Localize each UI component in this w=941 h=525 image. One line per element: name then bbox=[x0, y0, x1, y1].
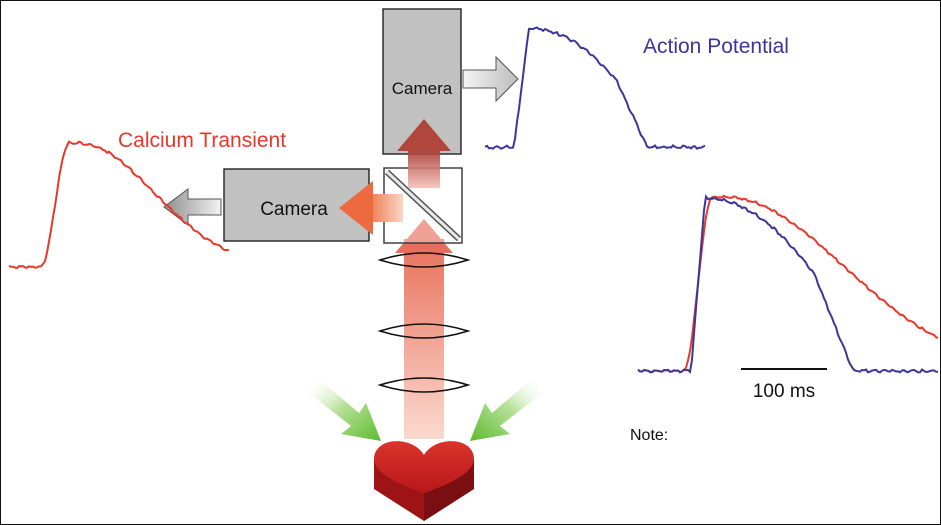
calcium-transient-label: Calcium Transient bbox=[118, 129, 286, 152]
lens-icon bbox=[377, 377, 471, 393]
note-label: Note: bbox=[630, 427, 668, 444]
emission-beam-column bbox=[404, 239, 444, 439]
lens-icon bbox=[377, 252, 471, 268]
camera-top-label: Camera bbox=[392, 79, 453, 98]
excitation-arrow-left bbox=[309, 379, 381, 441]
top-output-arrow bbox=[462, 55, 519, 103]
excitation-arrow-right bbox=[470, 379, 542, 441]
beam-arrow-top-camera bbox=[397, 119, 451, 151]
beam-to-top-camera bbox=[408, 146, 440, 188]
action-potential-trace bbox=[484, 26, 706, 150]
camera-left-label: Camera bbox=[260, 199, 328, 220]
beam-arrow-up bbox=[395, 219, 453, 253]
lens-icon bbox=[377, 323, 471, 339]
heart-icon bbox=[374, 441, 474, 521]
scale-bar-label: 100 ms bbox=[753, 381, 815, 402]
action-potential-label: Action Potential bbox=[643, 35, 789, 58]
calcium-transient-trace bbox=[8, 140, 230, 270]
overlay-action-potential-trace bbox=[637, 194, 939, 374]
beam-arrow-left-camera bbox=[339, 181, 373, 235]
left-output-arrow bbox=[163, 188, 222, 226]
overlay-calcium-trace bbox=[637, 194, 939, 374]
camera-left: Camera bbox=[223, 168, 370, 242]
